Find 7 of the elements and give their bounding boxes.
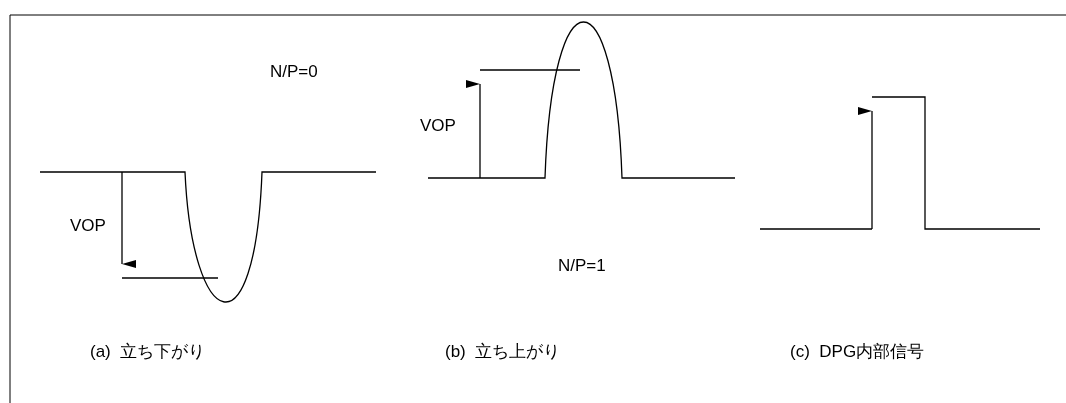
mode-label: N/P=1 <box>558 256 606 276</box>
mode-label: N/P=0 <box>270 62 318 82</box>
threshold-label: VOP <box>70 216 106 236</box>
panel-caption: (c) DPG内部信号 <box>790 342 925 362</box>
panel-caption: (a) 立ち下がり <box>90 342 206 362</box>
panel-caption: (b) 立ち上がり <box>445 342 561 362</box>
threshold-label: VOP <box>420 116 456 136</box>
